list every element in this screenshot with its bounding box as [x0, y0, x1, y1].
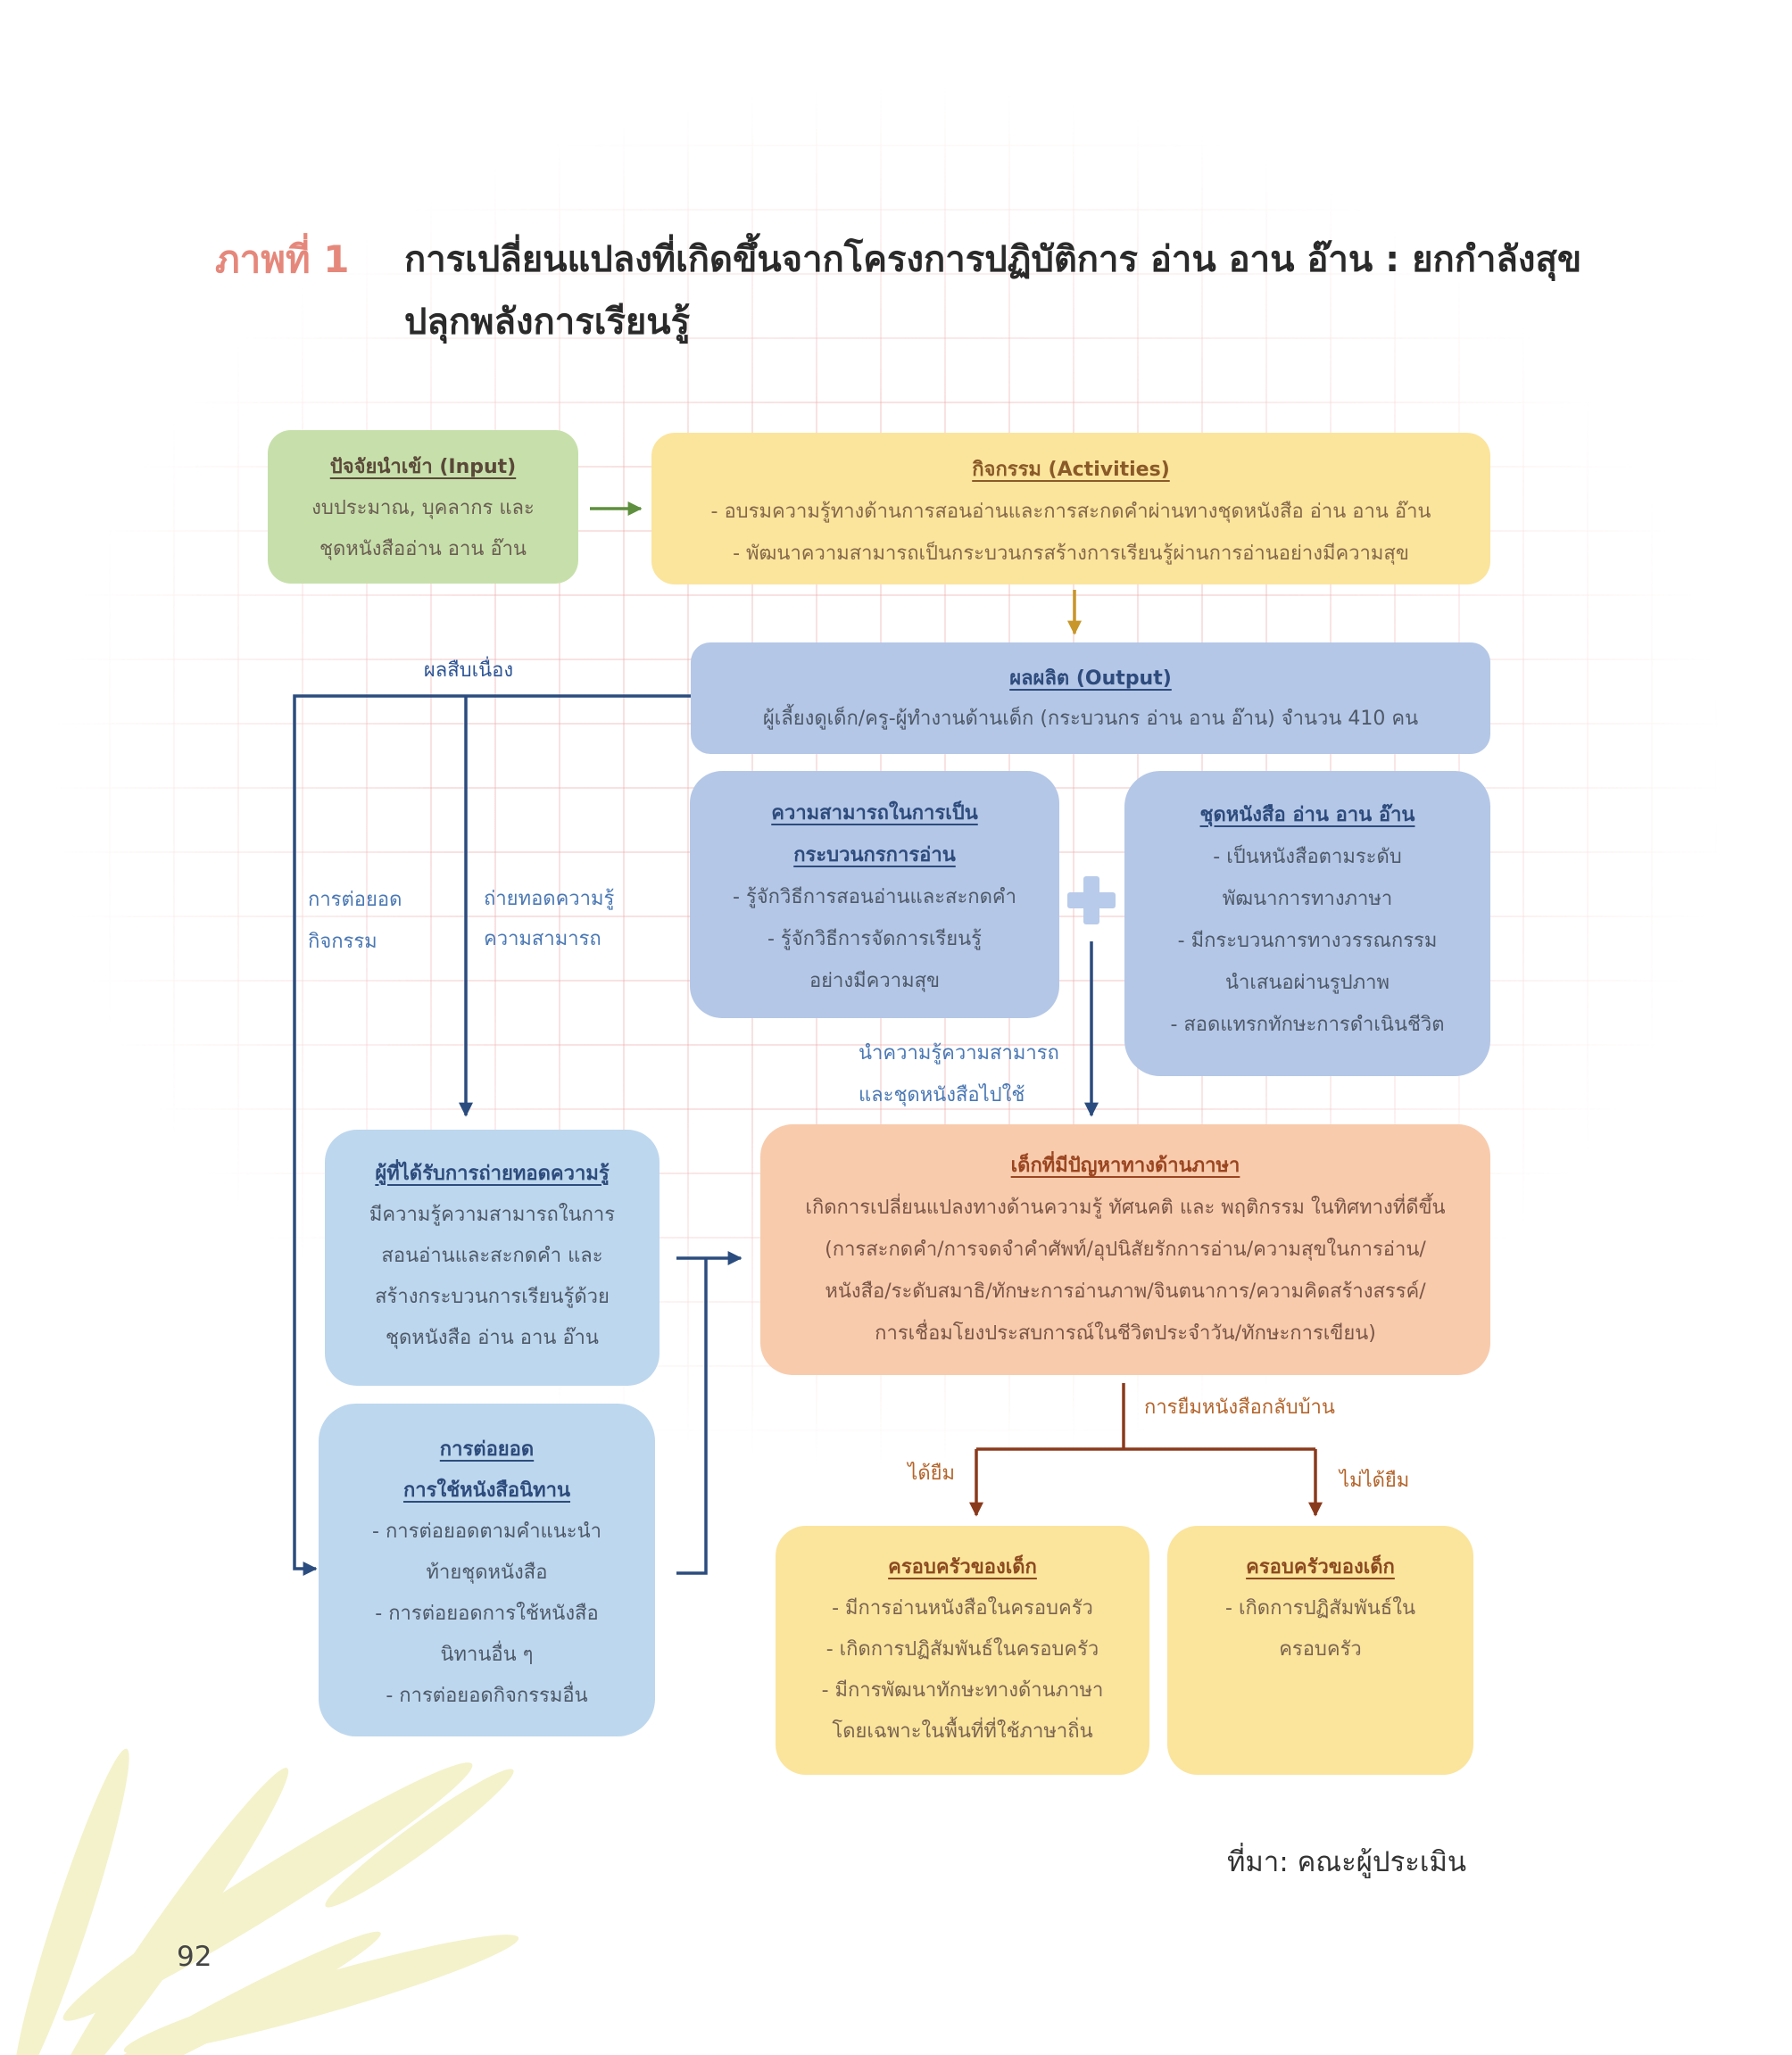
books-text-line: - มีกระบวนการทางวรรณกรรม — [1177, 930, 1438, 952]
leaf-shape — [325, 1769, 514, 1908]
books-box: ชุดหนังสือ อ่าน อาน อ๊าน - เป็นหนังสือตา… — [1124, 771, 1490, 1076]
family-not-borrowed-heading: ครอบครัวของเด็ก — [1246, 1556, 1395, 1579]
family-borrowed-box: ครอบครัวของเด็ก - มีการอ่านหนังสือในครอบ… — [776, 1526, 1149, 1775]
children-heading: เด็กที่มีปัญหาทางด้านภาษา — [1010, 1155, 1240, 1177]
family-not-borrowed-text-line: - เกิดการปฏิสัมพันธ์ใน — [1225, 1597, 1415, 1620]
family-borrowed-text-line: โดยเฉพาะในพื้นที่ที่ใช้ภาษาถิ่น — [832, 1720, 1093, 1743]
label-line: กิจกรรม — [308, 931, 377, 953]
output-text-line: ผู้เลี้ยงดูเด็ก/ครู-ผู้ทำงานด้านเด็ก (กร… — [762, 708, 1419, 730]
trainees-text-line: มีความรู้ความสามารถในการ — [369, 1204, 616, 1226]
output-box: ผลผลิต (Output) ผู้เลี้ยงดูเด็ก/ครู-ผู้ท… — [691, 642, 1490, 754]
ability-text-line: อย่างมีความสุข — [809, 970, 941, 992]
extension-text-line: - การต่อยอดกิจกรรมอื่น — [386, 1685, 588, 1707]
extension-text-line: - การต่อยอดตามคำแนะนำ — [372, 1521, 601, 1543]
activities-text-line: - พัฒนาความสามารถเป็นกระบวนกรสร้างการเรี… — [733, 543, 1409, 565]
family-borrowed-heading: ครอบครัวของเด็ก — [888, 1556, 1037, 1579]
label-continuation: ผลสืบเนื่อง — [423, 659, 514, 682]
books-text-line: - เป็นหนังสือตามระดับ — [1213, 846, 1402, 868]
ability-text-line: - รู้จักวิธีการจัดการเรียนรู้ — [767, 928, 982, 950]
label-line: การต่อยอด — [308, 889, 402, 911]
label-not-borrowed: ไม่ได้ยืม — [1340, 1470, 1410, 1492]
extension-text-line: นิทานอื่น ๆ — [440, 1644, 534, 1666]
label-line: และชุดหนังสือไปใช้ — [859, 1084, 1025, 1106]
figure-title: การเปลี่ยนแปลงที่เกิดขึ้นจากโครงการปฏิบั… — [404, 228, 1581, 353]
label-extend-activity: การต่อยอด กิจกรรม — [308, 879, 402, 963]
label-borrow-home: การยืมหนังสือกลับบ้าน — [1144, 1396, 1335, 1419]
books-text-line: - สอดแทรกทักษะการดำเนินชีวิต — [1170, 1014, 1445, 1036]
figure-label: ภาพที่ 1 — [215, 237, 350, 281]
books-text-line: พัฒนาการทางภาษา — [1222, 888, 1393, 910]
ability-text-line: - รู้จักวิธีการสอนอ่านและสะกดคำ — [733, 886, 1016, 908]
books-heading: ชุดหนังสือ อ่าน อาน อ๊าน — [1199, 804, 1415, 826]
ability-box: ความสามารถในการเป็น กระบวนกรการอ่าน - รู… — [690, 771, 1059, 1018]
activities-heading: กิจกรรม (Activities) — [972, 459, 1170, 481]
input-heading: ปัจจัยนำเข้า (Input) — [329, 456, 517, 478]
ability-heading: กระบวนกรการอ่าน — [793, 844, 956, 866]
label-transfer-knowledge: ถ่ายทอดความรู้ ความสามารถ — [484, 879, 614, 959]
extension-text-line: ท้ายชุดหนังสือ — [426, 1562, 548, 1584]
family-borrowed-text-line: - มีการอ่านหนังสือในครอบครัว — [832, 1597, 1093, 1620]
books-text-line: นำเสนอผ่านรูปภาพ — [1224, 972, 1390, 994]
activities-box: กิจกรรม (Activities) - อบรมความรู้ทางด้า… — [651, 433, 1490, 584]
extension-heading: การต่อยอด — [439, 1438, 535, 1461]
label-borrowed: ได้ยืม — [908, 1463, 955, 1485]
family-borrowed-text-line: - มีการพัฒนาทักษะทางด้านภาษา — [821, 1679, 1104, 1702]
plus-bar-vertical — [1083, 876, 1099, 924]
children-text-line: เกิดการเปลี่ยนแปลงทางด้านความรู้ ทัศนคติ… — [805, 1197, 1446, 1219]
label-line: ความสามารถ — [484, 928, 601, 950]
plus-icon — [1067, 876, 1116, 924]
trainees-box: ผู้ที่ได้รับการถ่ายทอดความรู้ มีความรู้ค… — [325, 1130, 660, 1386]
input-text-line: ชุดหนังสืออ่าน อาน อ๊าน — [319, 538, 527, 560]
leaf-shape — [65, 1931, 381, 2055]
label-apply: นำความรู้ความสามารถ และชุดหนังสือไปใช้ — [859, 1032, 1059, 1116]
figure-source: ที่มา: คณะผู้ประเมิน — [1227, 1846, 1467, 1878]
leaf-shape — [50, 1768, 289, 2055]
family-borrowed-text-line: - เกิดการปฏิสัมพันธ์ในครอบครัว — [825, 1638, 1099, 1661]
children-text-line: หนังสือ/ระดับสมาธิ/ทักษะการอ่านภาพ/จินตน… — [825, 1280, 1426, 1303]
children-text-line: (การสะกดคำ/การจดจำคำศัพท์/อุปนิสัยรักการ… — [825, 1239, 1426, 1261]
children-box: เด็กที่มีปัญหาทางด้านภาษา เกิดการเปลี่ยน… — [760, 1124, 1490, 1375]
leaf-shape — [62, 1762, 473, 2021]
trainees-text-line: ชุดหนังสือ อ่าน อาน อ๊าน — [386, 1327, 599, 1349]
extension-box: การต่อยอด การใช้หนังสือนิทาน - การต่อยอด… — [319, 1404, 655, 1736]
output-heading: ผลผลิต (Output) — [1009, 667, 1172, 690]
extension-heading: การใช้หนังสือนิทาน — [402, 1479, 571, 1502]
input-text-line: งบประมาณ, บุคลากร และ — [311, 497, 535, 519]
family-not-borrowed-box: ครอบครัวของเด็ก - เกิดการปฏิสัมพันธ์ใน ค… — [1167, 1526, 1473, 1775]
activities-text-line: - อบรมความรู้ทางด้านการสอนอ่านและการสะกด… — [710, 501, 1431, 523]
children-text-line: การเชื่อมโยงประสบการณ์ในชีวิตประจำวัน/ทั… — [875, 1322, 1376, 1345]
figure-title-line: การเปลี่ยนแปลงที่เกิดขึ้นจากโครงการปฏิบั… — [404, 239, 1582, 280]
label-line: นำความรู้ความสามารถ — [859, 1042, 1059, 1065]
figure-title-line: ปลุกพลังการเรียนรู้ — [404, 302, 691, 343]
leaf-shape — [13, 1748, 129, 2055]
page-number: 92 — [177, 1941, 212, 1973]
trainees-text-line: สร้างกระบวนการเรียนรู้ด้วย — [375, 1286, 610, 1308]
trainees-text-line: สอนอ่านและสะกดคำ และ — [381, 1245, 603, 1267]
input-box: ปัจจัยนำเข้า (Input) งบประมาณ, บุคลากร แ… — [268, 430, 578, 584]
trainees-heading: ผู้ที่ได้รับการถ่ายทอดความรู้ — [375, 1163, 610, 1185]
extension-text-line: - การต่อยอดการใช้หนังสือ — [375, 1603, 599, 1625]
family-not-borrowed-text-line: ครอบครัว — [1279, 1638, 1362, 1661]
ability-heading: ความสามารถในการเป็น — [771, 802, 978, 824]
label-line: ถ่ายทอดความรู้ — [484, 888, 615, 910]
